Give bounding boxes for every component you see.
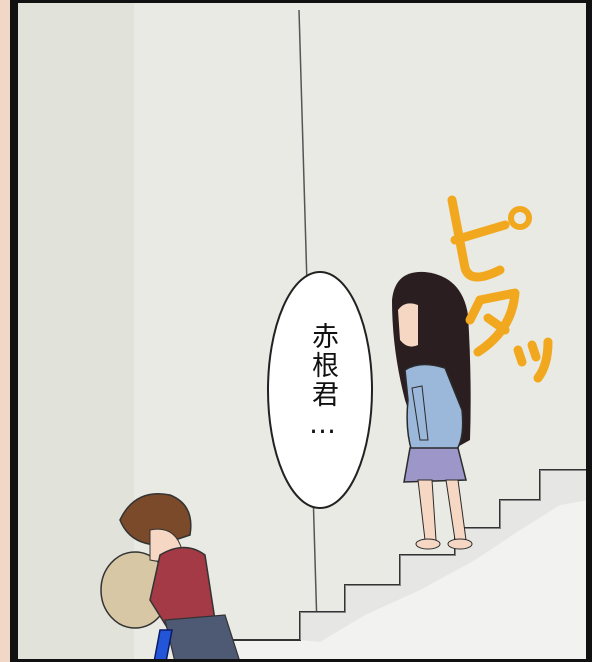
sound-effect-pitatt <box>447 195 553 383</box>
staircase <box>229 469 590 662</box>
speech-bubble-text: 赤根君… <box>307 322 338 442</box>
blue-accent-shape <box>153 629 173 662</box>
girl-figure <box>392 271 473 550</box>
speech-bubble <box>267 271 373 509</box>
couple-figure <box>100 493 241 662</box>
